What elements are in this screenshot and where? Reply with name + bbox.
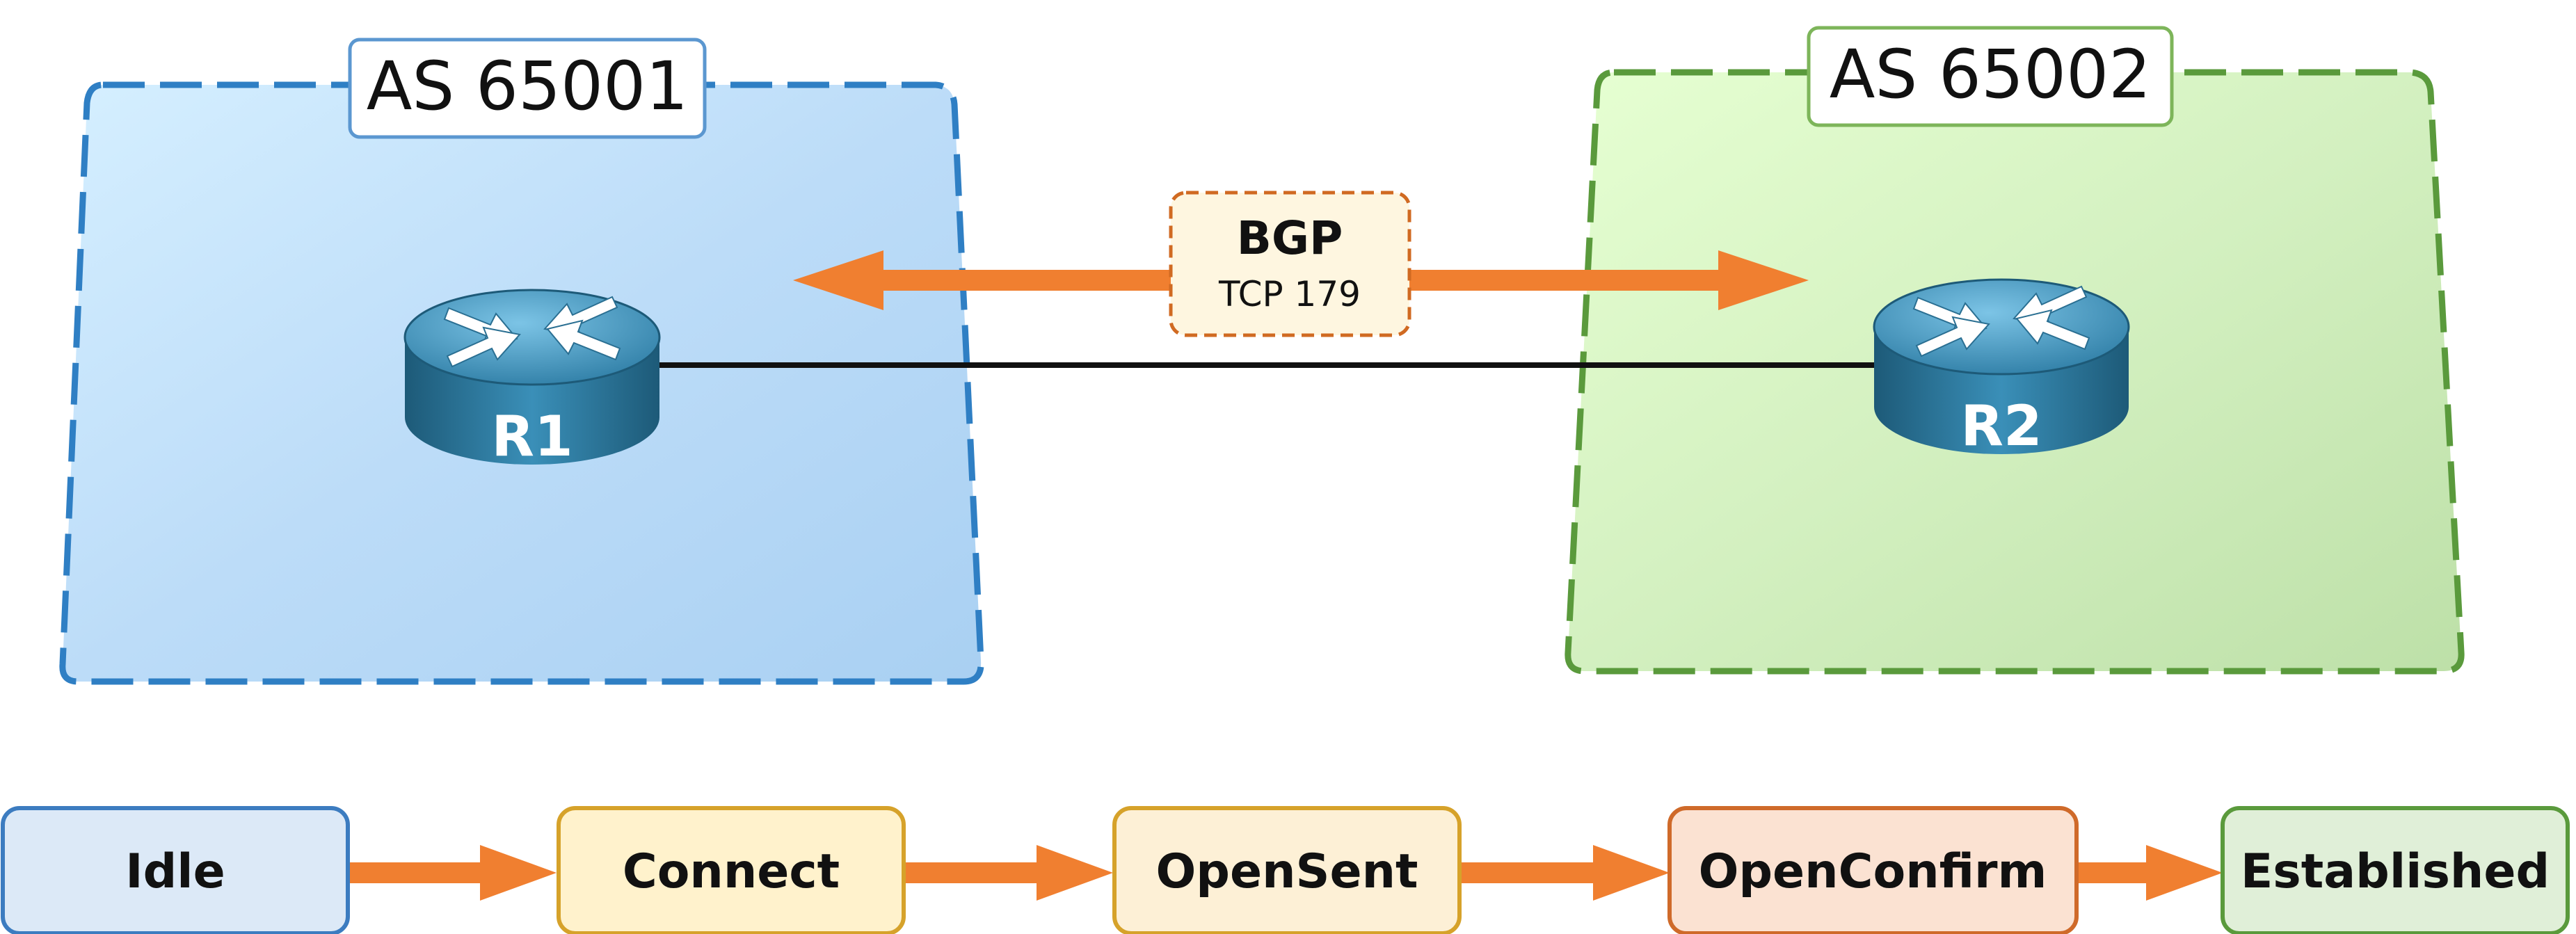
state-connectors — [348, 845, 2223, 901]
state-label-openconfirm: OpenConfirm — [1699, 844, 2047, 899]
bgp-arrow-shaft-left — [880, 270, 1172, 291]
bgp-arrow-head-right — [1718, 250, 1809, 310]
state-connect: Connect — [557, 806, 906, 934]
state-arrow-shaft-4 — [2077, 862, 2150, 883]
state-idle: Idle — [1, 806, 350, 934]
state-arrow-shaft-3 — [1459, 862, 1599, 883]
state-box-opensent — [1112, 806, 1462, 934]
state-label-opensent: OpenSent — [1155, 844, 1418, 899]
router-r1-arrows-icon — [443, 296, 621, 368]
bgp-session-arrow — [793, 250, 1809, 310]
router-r2[interactable]: R2 — [1873, 278, 2130, 458]
state-arrow-shaft-2 — [904, 862, 1040, 883]
state-arrow-shaft-1 — [348, 862, 483, 883]
state-box-openconfirm — [1667, 806, 2079, 934]
router-r2-top — [1873, 278, 2130, 376]
state-label-connect: Connect — [623, 844, 840, 899]
state-arrow-head-1 — [480, 845, 557, 901]
router-r2-label: R2 — [1960, 394, 2042, 458]
bgp-protocol-label: BGP — [1237, 211, 1343, 265]
state-label-idle: Idle — [125, 844, 225, 899]
as-label-box-65001 — [348, 38, 707, 139]
router-r1-top — [403, 289, 661, 386]
bgp-state-flow: Idle Connect OpenSent OpenConfirm Establ… — [1, 806, 2570, 934]
state-box-connect — [557, 806, 906, 934]
as-label-65001: AS 65001 — [367, 47, 689, 125]
state-box-established — [2221, 806, 2570, 934]
state-established: Established — [2221, 806, 2570, 934]
bgp-arrow-shaft-right — [1409, 270, 1729, 291]
bgp-arrow-head-left — [793, 250, 883, 310]
router-r1-label: R1 — [491, 404, 573, 469]
bgp-transport-label: TCP 179 — [1218, 274, 1361, 314]
bgp-label-box — [1169, 191, 1411, 337]
router-r1[interactable]: R1 — [403, 289, 661, 469]
router-r2-arrows-icon — [1912, 285, 2090, 357]
state-arrow-head-2 — [1037, 845, 1113, 901]
state-label-established: Established — [2241, 844, 2550, 899]
as-label-box-65002 — [1807, 26, 2174, 127]
bgp-label: BGP TCP 179 — [1169, 191, 1411, 337]
state-arrow-head-3 — [1593, 845, 1670, 901]
state-arrow-head-4 — [2146, 845, 2223, 901]
state-box-idle — [1, 806, 350, 934]
as-label-65002: AS 65002 — [1830, 35, 2152, 113]
state-opensent: OpenSent — [1112, 806, 1462, 934]
state-openconfirm: OpenConfirm — [1667, 806, 2079, 934]
